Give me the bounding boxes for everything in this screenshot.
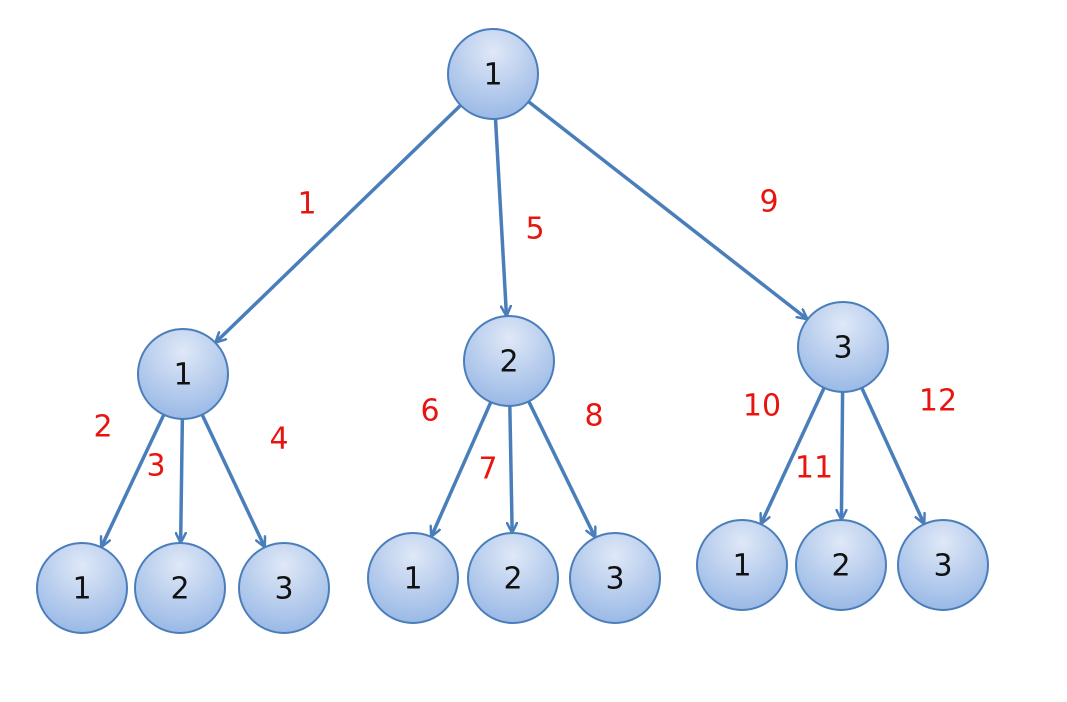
- node-label: 2: [499, 345, 518, 380]
- edge-label: 11: [795, 451, 833, 486]
- node-label: 1: [403, 562, 422, 597]
- edge-arrow: [510, 405, 512, 532]
- node-circle: [367, 532, 459, 624]
- node-circle: [696, 519, 788, 611]
- edge-label: 5: [525, 212, 544, 247]
- tree-node: 3: [797, 301, 889, 393]
- tree-node: 1: [447, 28, 539, 120]
- tree-node: 1: [137, 328, 229, 420]
- tree-node: 3: [569, 532, 661, 624]
- node-circle: [897, 519, 989, 611]
- tree-node: 2: [467, 532, 559, 624]
- node-circle: [797, 301, 889, 393]
- edge-label: 9: [759, 185, 778, 220]
- edge-label: 6: [420, 394, 439, 429]
- edge-arrow: [200, 413, 264, 547]
- node-label: 1: [483, 58, 502, 93]
- node-label: 1: [732, 549, 751, 584]
- node-label: 3: [833, 331, 852, 366]
- edge-label: 7: [478, 452, 497, 487]
- edge-arrow: [432, 401, 493, 536]
- edge-arrow: [841, 391, 842, 519]
- tree-node: 2: [134, 542, 226, 634]
- edge-label: 4: [269, 422, 288, 457]
- edge-arrow: [860, 387, 924, 523]
- edge-arrow: [527, 100, 806, 319]
- node-label: 3: [933, 549, 952, 584]
- node-circle: [463, 315, 555, 407]
- node-circle: [137, 328, 229, 420]
- node-circle: [238, 542, 330, 634]
- edge-label: 1: [297, 187, 316, 222]
- node-circle: [795, 519, 887, 611]
- edge-label: 3: [146, 449, 165, 484]
- node-label: 3: [274, 572, 293, 607]
- tree-node: 1: [367, 532, 459, 624]
- edge-label: 12: [919, 384, 957, 419]
- edge-label: 8: [584, 399, 603, 434]
- edge-arrow: [181, 418, 183, 542]
- node-circle: [447, 28, 539, 120]
- node-label: 2: [170, 572, 189, 607]
- edge-arrow: [493, 118, 507, 315]
- tree-node: 3: [238, 542, 330, 634]
- node-circle: [36, 542, 128, 634]
- edge-label: 10: [743, 389, 781, 424]
- tree-node: 2: [463, 315, 555, 407]
- tree-node: 1: [696, 519, 788, 611]
- tree-node: 2: [795, 519, 887, 611]
- node-circle: [467, 532, 559, 624]
- tree-node: 3: [897, 519, 989, 611]
- edges-layer: [102, 100, 924, 547]
- node-label: 1: [72, 572, 91, 607]
- node-label: 2: [503, 562, 522, 597]
- edge-label: 2: [93, 410, 112, 445]
- edge-arrow: [216, 104, 462, 342]
- node-circle: [134, 542, 226, 634]
- edge-arrow: [102, 413, 166, 547]
- node-label: 1: [173, 358, 192, 393]
- edge-arrow: [761, 387, 826, 523]
- node-label: 3: [605, 562, 624, 597]
- node-label: 2: [831, 549, 850, 584]
- tree-node: 1: [36, 542, 128, 634]
- node-circle: [569, 532, 661, 624]
- edge-arrow: [527, 400, 595, 536]
